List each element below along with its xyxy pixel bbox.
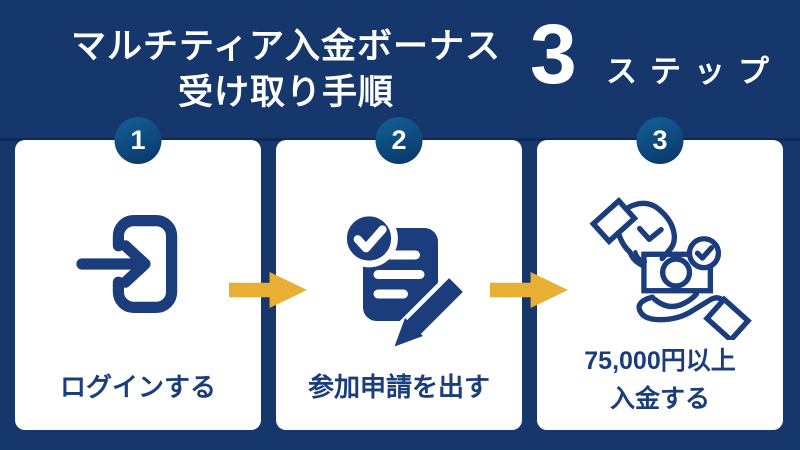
step-count: 3 <box>530 7 577 101</box>
login-icon <box>68 194 208 339</box>
step-card-1: 1 ログインする <box>15 117 261 430</box>
step-label: 参加申請を出す <box>307 372 490 402</box>
step-label-line-2: 入金する <box>609 385 710 413</box>
step-label: 75,000円以上 入金する <box>537 342 783 418</box>
step-label: ログインする <box>59 372 216 402</box>
page-title: マルチティア入金ボーナス 受け取り手順 <box>0 24 572 116</box>
step-number-badge: 3 <box>636 117 684 164</box>
step-card-2: 2 参加申請を出す <box>276 117 522 430</box>
title-line-1: マルチティア入金ボーナス <box>71 27 501 66</box>
step-card-3: 3 <box>537 117 783 430</box>
step-number-badge: 2 <box>375 117 423 164</box>
step-number-badge: 1 <box>114 117 162 164</box>
step-count-label: ステップ <box>606 54 782 89</box>
step-label-line-1: 75,000円以上 <box>584 347 736 375</box>
application-form-icon <box>324 198 478 353</box>
deposit-hand-money-icon <box>565 190 755 345</box>
title-line-2: 受け取り手順 <box>177 73 394 112</box>
